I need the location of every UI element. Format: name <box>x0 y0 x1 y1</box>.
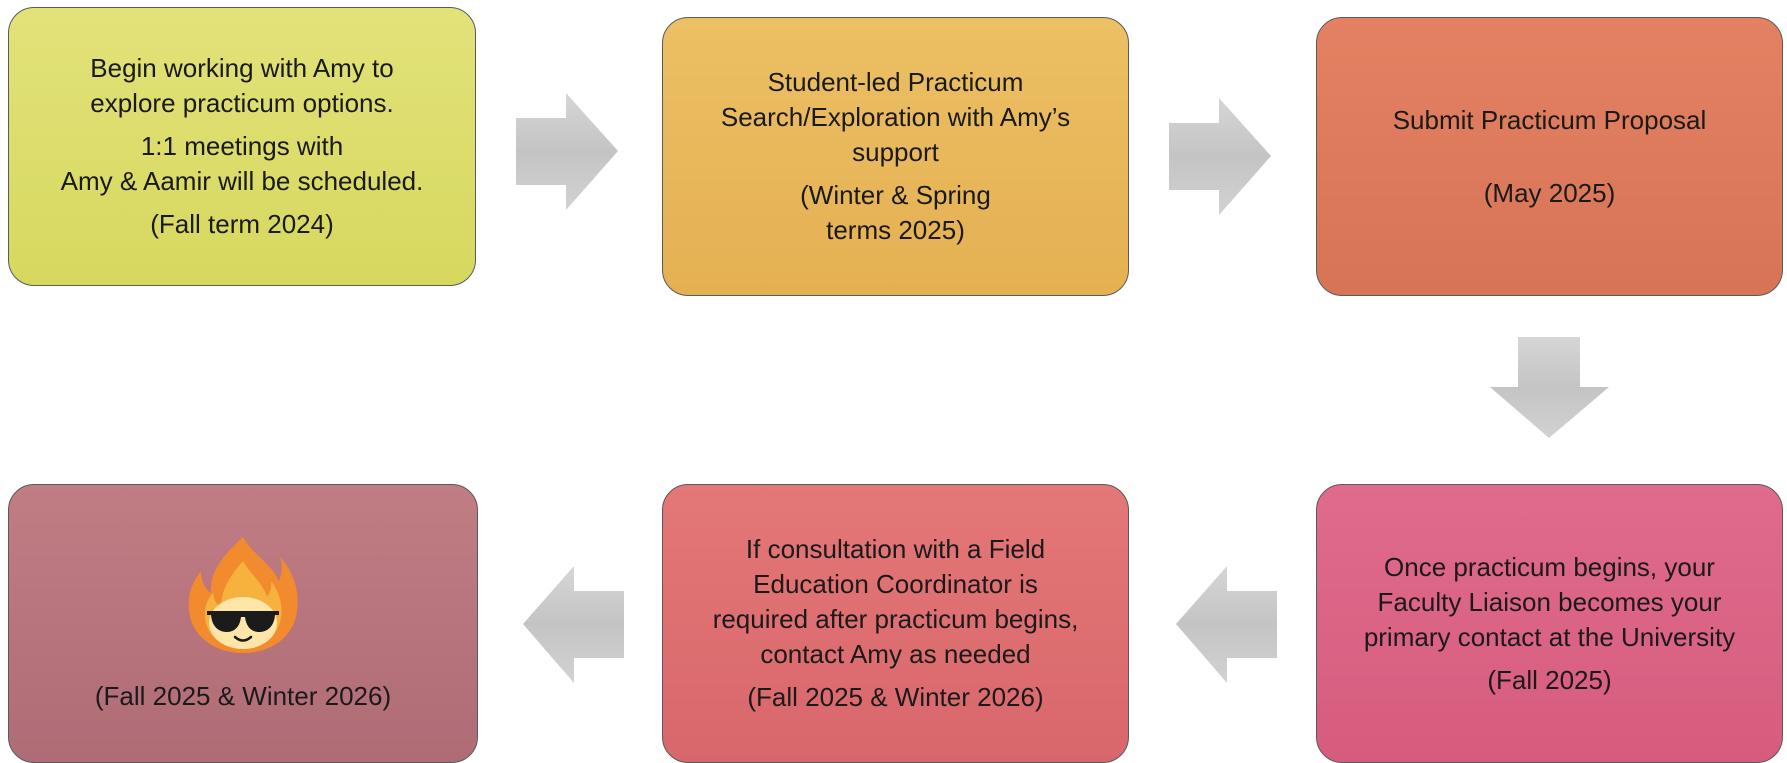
step-5-line-2: Education Coordinator is <box>753 569 1038 599</box>
step-1-line-1: Begin working with Amy to <box>90 53 394 83</box>
step-6-box: (Fall 2025 & Winter 2026) <box>8 484 478 763</box>
step-5-date: (Fall 2025 & Winter 2026) <box>747 682 1044 712</box>
step-4-line-3: primary contact at the University <box>1363 621 1736 652</box>
step-1-box: Begin working with Amy to explore practi… <box>8 7 476 286</box>
step-4-line-1: Once practicum begins, your <box>1384 551 1715 582</box>
arrow-down-icon <box>1490 337 1609 438</box>
step-5-line-4: contact Amy as needed <box>760 639 1031 669</box>
cool-fire-mascot-icon <box>188 537 298 653</box>
step-2-line-3: support <box>852 137 939 167</box>
step-3-title: Submit Practicum Proposal <box>1392 104 1707 135</box>
step-2-date-line-2: terms 2025) <box>826 215 965 245</box>
step-2-date-line-1: (Winter & Spring <box>800 180 991 210</box>
step-1-meeting-line-2: Amy & Aamir will be scheduled. <box>60 166 424 196</box>
step-1-date: (Fall term 2024) <box>150 209 334 239</box>
arrow-left-icon <box>1176 566 1277 683</box>
step-5-box: If consultation with a Field Education C… <box>662 484 1129 763</box>
step-6-date: (Fall 2025 & Winter 2026) <box>94 681 392 711</box>
step-2-line-1: Student-led Practicum <box>767 67 1024 97</box>
step-3-date: (May 2025) <box>1483 177 1616 208</box>
step-3-box: Submit Practicum Proposal (May 2025) <box>1316 17 1783 296</box>
arrow-right-icon <box>1169 98 1271 215</box>
step-5-line-1: If consultation with a Field <box>745 534 1046 564</box>
arrow-left-icon <box>523 566 624 683</box>
step-2-line-2: Search/Exploration with Amy’s <box>720 102 1071 132</box>
step-4-date: (Fall 2025) <box>1487 664 1612 695</box>
step-1-meeting-line-1: 1:1 meetings with <box>140 131 344 161</box>
step-4-line-2: Faculty Liaison becomes your <box>1377 586 1722 617</box>
step-5-line-3: required after practicum begins, <box>712 604 1079 634</box>
arrow-right-icon <box>516 93 618 210</box>
step-2-box: Student-led Practicum Search/Exploration… <box>662 17 1129 296</box>
step-4-box: Once practicum begins, your Faculty Liai… <box>1316 484 1783 763</box>
step-1-line-2: explore practicum options. <box>90 88 394 118</box>
